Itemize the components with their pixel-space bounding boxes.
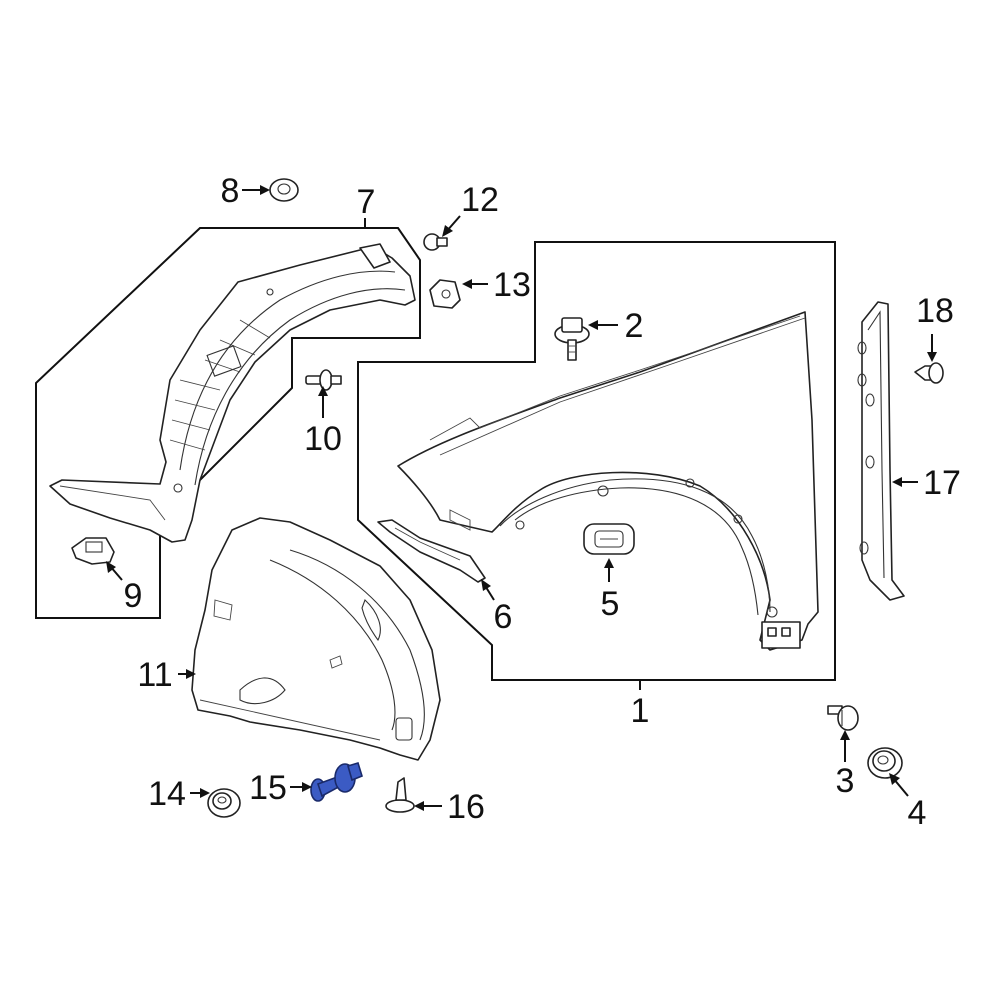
callout-11: 11 [137, 656, 172, 694]
push-pin-10 [305, 369, 342, 391]
callout-3: 3 [836, 762, 855, 800]
callout-8: 8 [221, 172, 240, 210]
fender-panel [397, 311, 819, 651]
flange-nut-4 [867, 747, 903, 779]
push-pin-16 [385, 777, 415, 813]
fender-seal-strip [857, 301, 905, 601]
fender-grommet [583, 523, 635, 555]
callout-6: 6 [494, 598, 513, 636]
stud-bolt [827, 705, 859, 731]
callout-10: 10 [304, 420, 342, 458]
liner-group-outline [35, 227, 421, 619]
push-rivet-15-highlighted[interactable] [310, 762, 363, 802]
callout-7: 7 [357, 183, 376, 221]
flange-nut-8 [269, 178, 299, 202]
flange-nut-14 [207, 788, 241, 818]
fender-group-outline [357, 241, 836, 681]
callout-13: 13 [493, 266, 531, 304]
upper-wheel-liner [49, 243, 416, 543]
callout-9: 9 [124, 577, 143, 615]
callout-5: 5 [601, 585, 620, 623]
lower-wheel-liner [191, 517, 441, 761]
push-clip-18 [914, 362, 944, 384]
callout-16: 16 [447, 788, 485, 826]
clip-nut-13 [429, 279, 461, 309]
callout-4: 4 [908, 794, 927, 832]
callout-12: 12 [461, 181, 499, 219]
callout-18: 18 [916, 292, 954, 330]
callout-2: 2 [625, 307, 644, 345]
callout-14: 14 [148, 775, 186, 813]
fender-bolt [554, 317, 590, 361]
callout-1: 1 [631, 692, 650, 730]
callout-15: 15 [249, 769, 287, 807]
screw-12 [423, 233, 448, 251]
callout-labels: 1 2 3 4 5 6 7 8 9 10 11 12 13 14 15 16 1… [124, 172, 961, 832]
callout-17: 17 [923, 464, 961, 502]
liner-clip-9 [71, 537, 115, 565]
leader-lines [106, 185, 937, 811]
